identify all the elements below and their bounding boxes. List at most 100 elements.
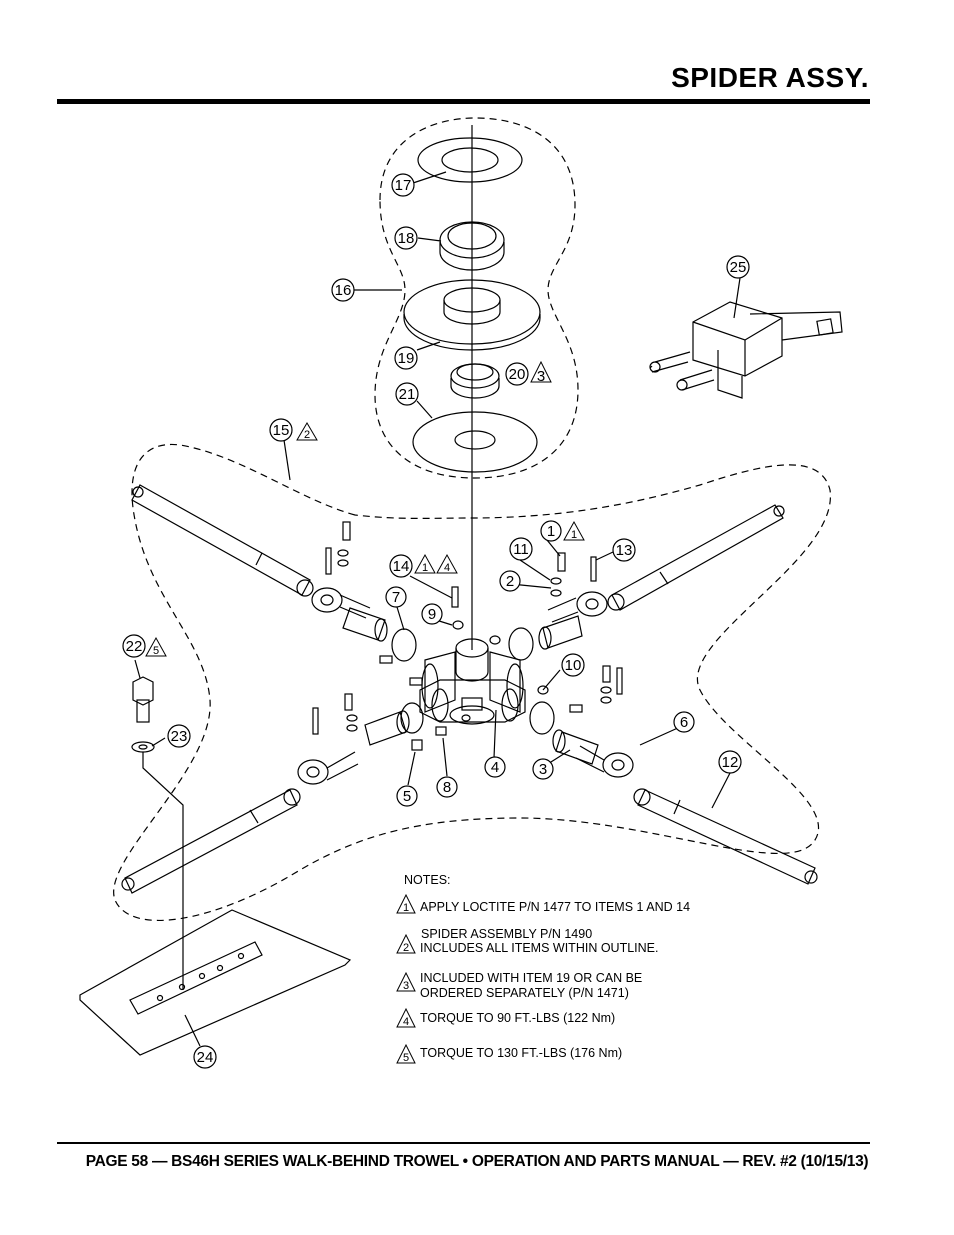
callout-13: 13: [612, 538, 636, 562]
callout-12-label: 12: [722, 754, 739, 771]
callout-1: 1: [540, 520, 562, 542]
callout-19-label: 19: [398, 350, 415, 367]
notes-heading: NOTES:: [404, 873, 451, 887]
callout-20: 20: [505, 362, 529, 386]
callout-16: 16: [331, 278, 355, 302]
callout-23-label: 23: [171, 728, 188, 745]
callout-22-label: 22: [126, 638, 143, 655]
note-3-number: 3: [403, 980, 409, 992]
flag-22-label: 5: [153, 645, 159, 657]
spider-group-outline: [113, 443, 831, 921]
callout-23: 23: [167, 724, 191, 748]
callout-6-label: 6: [680, 714, 688, 731]
page-title: SPIDER ASSY.: [671, 62, 869, 93]
part-21-disc: [412, 411, 538, 473]
note-4-number: 4: [403, 1016, 409, 1028]
callout-7: 7: [385, 586, 407, 608]
callout-4-label: 4: [491, 759, 499, 776]
callout-14-label: 14: [393, 558, 410, 575]
part-6-collars: [297, 587, 634, 785]
flag-14b: 4: [436, 553, 458, 574]
callout-21-label: 21: [399, 386, 416, 403]
header-rule: [57, 99, 870, 104]
note-2-number: 2: [403, 942, 409, 954]
callout-11: 11: [509, 537, 533, 561]
flag-14a-label: 1: [422, 562, 428, 574]
page-footer: PAGE 58 — BS46H SERIES WALK-BEHIND TROWE…: [85, 1153, 869, 1170]
part-15-arm-upper-left: [131, 484, 314, 597]
note-1-text: APPLY LOCTITE P/N 1477 TO ITEMS 1 AND 14: [420, 900, 691, 914]
flag-1: 1: [563, 520, 585, 541]
callout-24: 24: [193, 1045, 217, 1069]
hardware-bolts-nuts: [312, 521, 623, 751]
note-2-line1: SPIDER ASSEMBLY P/N 1490: [421, 927, 593, 941]
callout-21: 21: [395, 382, 419, 406]
callout-3-label: 3: [539, 761, 547, 778]
part-7-pins: [391, 627, 555, 735]
note-2-line2: INCLUDES ALL ITEMS WITHIN OUTLINE.: [420, 941, 659, 955]
callout-10-label: 10: [565, 657, 582, 674]
note-4-flag: 4: [396, 1008, 416, 1028]
callout-17-label: 17: [395, 177, 412, 194]
callout-22: 22: [122, 634, 146, 658]
part-22-23-bolt-washer: [131, 676, 155, 753]
callout-18-label: 18: [398, 230, 415, 247]
note-3-line2: ORDERED SEPARATELY (P/N 1471): [420, 986, 629, 1000]
callout-13-label: 13: [616, 542, 633, 559]
upper-group-outline: [374, 117, 579, 479]
note-2-flag: 2: [396, 934, 416, 954]
callout-9-label: 9: [428, 606, 436, 623]
part-25-bracket: [649, 301, 843, 399]
callout-17: 17: [391, 173, 415, 197]
callout-24-label: 24: [197, 1049, 214, 1066]
callout-15: 15: [269, 418, 293, 442]
flag-20: 3: [530, 360, 552, 385]
callout-25-label: 25: [730, 259, 747, 276]
note-5-flag: 5: [396, 1044, 416, 1064]
callout-5-label: 5: [403, 788, 411, 805]
note-1-number: 1: [403, 902, 409, 914]
part-13-arm-upper-right: [607, 504, 785, 611]
flag-14a: 1: [414, 553, 436, 574]
callout-5: 5: [396, 785, 418, 807]
callout-25: 25: [726, 255, 750, 279]
flag-14b-label: 4: [444, 562, 450, 574]
part-4-hub: [419, 638, 526, 725]
callout-4: 4: [484, 756, 506, 778]
callout-7-label: 7: [392, 589, 400, 606]
flag-20-label: 3: [537, 368, 545, 385]
callout-18: 18: [394, 226, 418, 250]
callout-8-label: 8: [443, 779, 451, 796]
flag-15-label: 2: [304, 429, 310, 441]
leader-lines: [134, 171, 741, 1047]
callout-15-label: 15: [273, 422, 290, 439]
callout-16-label: 16: [335, 282, 352, 299]
callout-19: 19: [394, 346, 418, 370]
part-12-arm-lower-left: [121, 788, 301, 894]
part-24-trowel-blade: [79, 909, 352, 1056]
part-20-bushing: [450, 363, 500, 399]
note-5-number: 5: [403, 1052, 409, 1064]
part-3-bushings: [342, 607, 599, 765]
callout-9: 9: [421, 603, 443, 625]
flag-22: 5: [145, 636, 167, 657]
callout-12: 12: [718, 750, 742, 774]
callout-2-label: 2: [506, 573, 514, 590]
callout-14: 14: [389, 554, 413, 578]
callout-2: 2: [499, 570, 521, 592]
flag-15: 2: [296, 422, 318, 441]
callout-6: 6: [673, 711, 695, 733]
note-5-text: TORQUE TO 130 FT.-LBS (176 Nm): [420, 1046, 623, 1060]
part-17-disc: [417, 137, 523, 183]
callout-1-label: 1: [547, 523, 555, 540]
note-4-text: TORQUE TO 90 FT.-LBS (122 Nm): [420, 1011, 616, 1025]
callout-11-label: 11: [513, 541, 529, 558]
callout-20-label: 20: [509, 366, 526, 383]
footer-rule: [57, 1142, 870, 1144]
note-3-flag: 3: [396, 972, 416, 992]
note-1-flag: 1: [396, 894, 416, 914]
flag-1-label: 1: [571, 529, 577, 541]
callout-3: 3: [532, 758, 554, 780]
part-12-arm-lower-right: [633, 788, 818, 885]
